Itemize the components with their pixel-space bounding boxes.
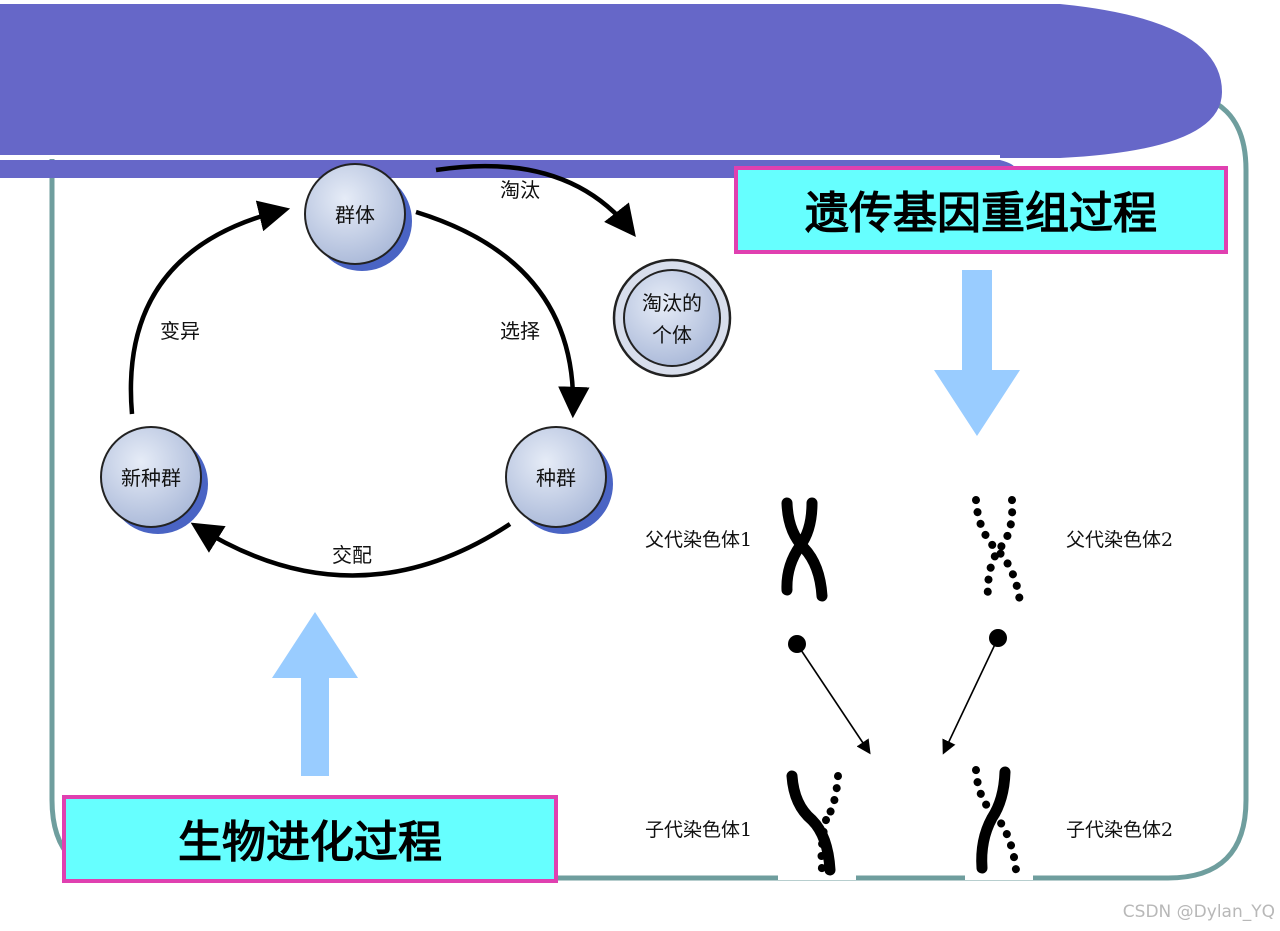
- top-banner: [0, 4, 1222, 178]
- evolution-title: 生物进化过程: [178, 817, 442, 868]
- child-chromosome-2-icon: [965, 765, 1033, 880]
- edge-arrow-crossover: [190, 522, 512, 578]
- parent-chromosome-2-label: 父代染色体2: [1066, 529, 1173, 551]
- child-chromosome-1-label: 子代染色体1: [645, 819, 752, 841]
- down-arrow-icon: [934, 270, 1020, 436]
- evolution-title-box: 生物进化过程: [62, 795, 558, 883]
- node-eliminated-label-1: 淘汰的: [642, 291, 702, 315]
- edge-arrow-mutate: [128, 200, 291, 415]
- child-chromosome-1-icon: [778, 765, 856, 880]
- node-eliminated-label-2: 个体: [652, 323, 692, 347]
- edge-arrow-select: [415, 209, 590, 419]
- edge-arrow-eliminate: [435, 163, 636, 237]
- edge-label-eliminate: 淘汰: [500, 178, 540, 202]
- edge-label-select: 选择: [500, 319, 540, 343]
- edge-label-crossover: 交配: [332, 543, 372, 567]
- node-species: 种群: [505, 426, 613, 534]
- node-population: 群体: [304, 163, 412, 271]
- node-eliminated: 淘汰的 个体: [612, 258, 732, 378]
- parent-chromosome-2-icon: [972, 496, 1024, 606]
- node-population-label: 群体: [335, 203, 375, 227]
- node-new-population: 新种群: [100, 426, 208, 534]
- parent-chromosome-1-icon: [781, 497, 828, 602]
- recombination-lines: [788, 629, 1007, 755]
- edge-label-mutate: 变异: [160, 319, 200, 343]
- genetics-title-box: 遗传基因重组过程: [734, 166, 1228, 254]
- watermark: CSDN @Dylan_YQ: [1123, 902, 1275, 922]
- child-chromosome-2-label: 子代染色体2: [1066, 819, 1173, 841]
- up-arrow-icon: [272, 612, 358, 776]
- node-new-population-label: 新种群: [121, 466, 181, 490]
- node-species-label: 种群: [536, 466, 576, 490]
- genetics-title: 遗传基因重组过程: [805, 188, 1157, 239]
- parent-chromosome-1-label: 父代染色体1: [645, 529, 752, 551]
